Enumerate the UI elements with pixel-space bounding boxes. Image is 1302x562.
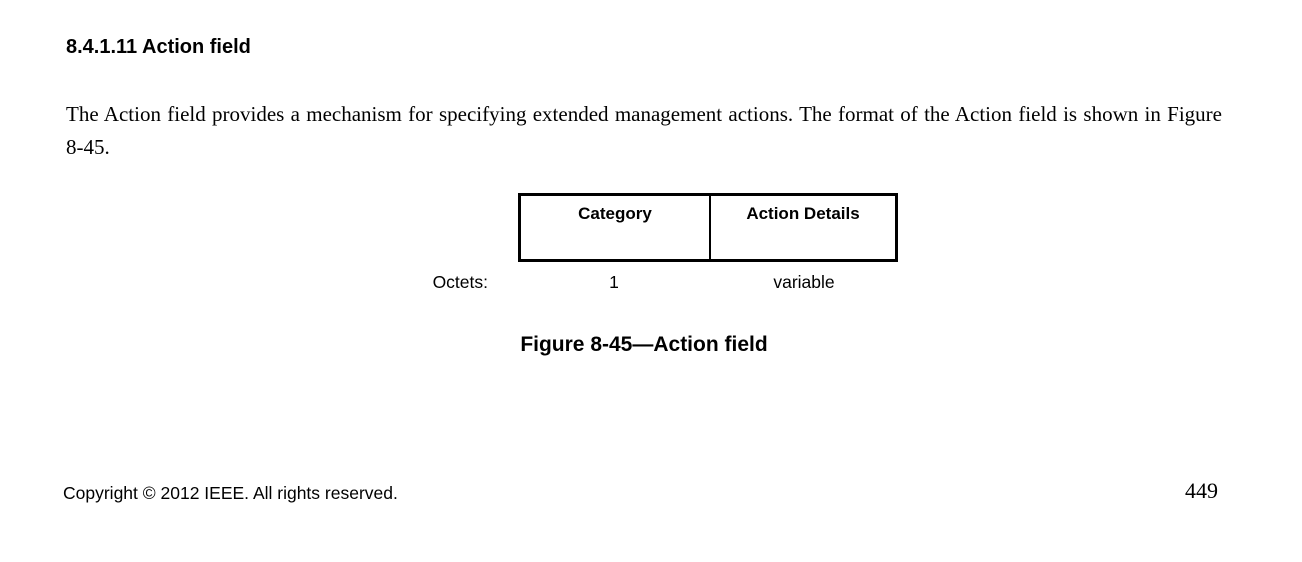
octets-value-category: 1: [609, 272, 619, 292]
field-cell-action-details: Action Details: [746, 204, 860, 223]
octets-value-action-details: variable: [773, 272, 835, 292]
field-format-table: Category Action Details: [518, 193, 898, 262]
figure-caption: Figure 8-45—Action field: [520, 333, 768, 356]
field-cell-category: Category: [521, 196, 711, 259]
page-number: 449: [1185, 478, 1218, 503]
octets-row: Octets: 1 variable: [0, 272, 898, 293]
octets-label: Octets:: [432, 272, 488, 292]
body-paragraph: The Action field provides a mechanism fo…: [66, 102, 1222, 159]
section-heading: 8.4.1.11 Action field: [66, 36, 251, 58]
footer-copyright: Copyright © 2012 IEEE. All rights reserv…: [63, 483, 398, 503]
